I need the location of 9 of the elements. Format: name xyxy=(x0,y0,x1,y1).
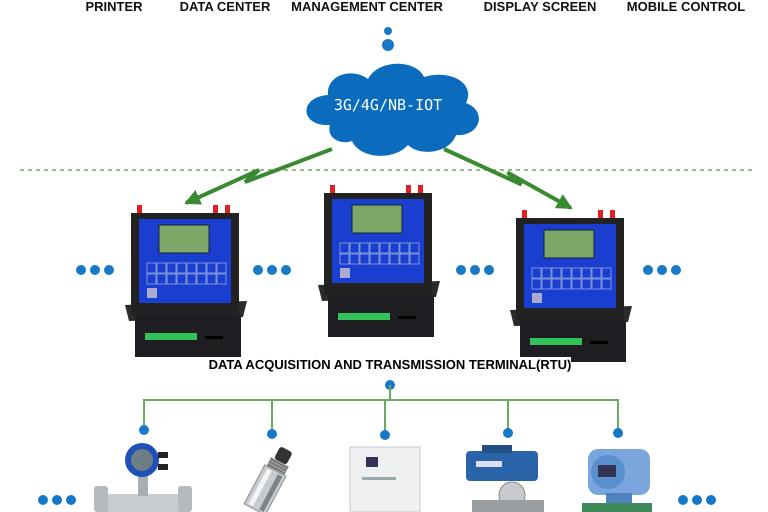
heading-label: MANAGEMENT CENTER xyxy=(291,0,443,14)
heading-label: DISPLAY SCREEN xyxy=(484,0,596,14)
wireless-link xyxy=(443,147,573,210)
heading-label: PRINTER xyxy=(85,0,143,14)
network-label: 3G/4G/NB-IOT xyxy=(334,96,442,114)
heading-label: MOBILE CONTROL xyxy=(626,0,746,14)
wireless-link xyxy=(184,147,333,205)
terminal-caption: DATA ACQUISITION AND TRANSMISSION TERMINAL(RTU) xyxy=(208,357,572,372)
heading-label: DATA CENTER xyxy=(180,0,270,14)
